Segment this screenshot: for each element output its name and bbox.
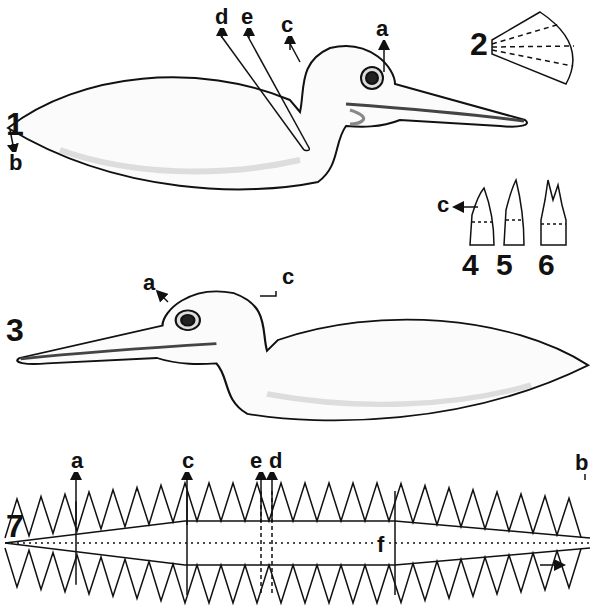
strip-piece	[5, 483, 590, 603]
part-letter: a	[375, 18, 389, 40]
strip-line	[394, 491, 396, 595]
figure-number: 7	[6, 510, 24, 542]
figure-number: 3	[6, 314, 24, 346]
part-letter: b	[574, 452, 589, 474]
part-letter: c	[281, 266, 295, 288]
part-letter: e	[240, 6, 254, 28]
part-letter: d	[214, 6, 229, 28]
figure-number: 6	[538, 250, 555, 280]
part-letter: b	[8, 152, 23, 174]
part-letter: a	[70, 450, 84, 472]
small-pieces	[470, 180, 566, 245]
pelican-left	[17, 291, 588, 420]
strip-line	[5, 521, 590, 565]
pelican-right	[8, 33, 527, 189]
part-letter: d	[268, 450, 283, 472]
part-letter: a	[142, 272, 156, 294]
strip-line	[5, 542, 590, 544]
part-letter: f	[376, 534, 385, 556]
tail-fan-piece	[492, 12, 574, 84]
part-letter: c	[181, 450, 195, 472]
figure-number: 2	[470, 28, 488, 60]
part-letter: c	[280, 14, 294, 36]
figure-number: 4	[462, 250, 479, 280]
part-letter: e	[249, 450, 263, 472]
figure-number: 5	[496, 250, 513, 280]
part-letter: c	[436, 194, 450, 216]
figure-number: 1	[6, 108, 24, 140]
leader-arrows	[10, 30, 585, 565]
